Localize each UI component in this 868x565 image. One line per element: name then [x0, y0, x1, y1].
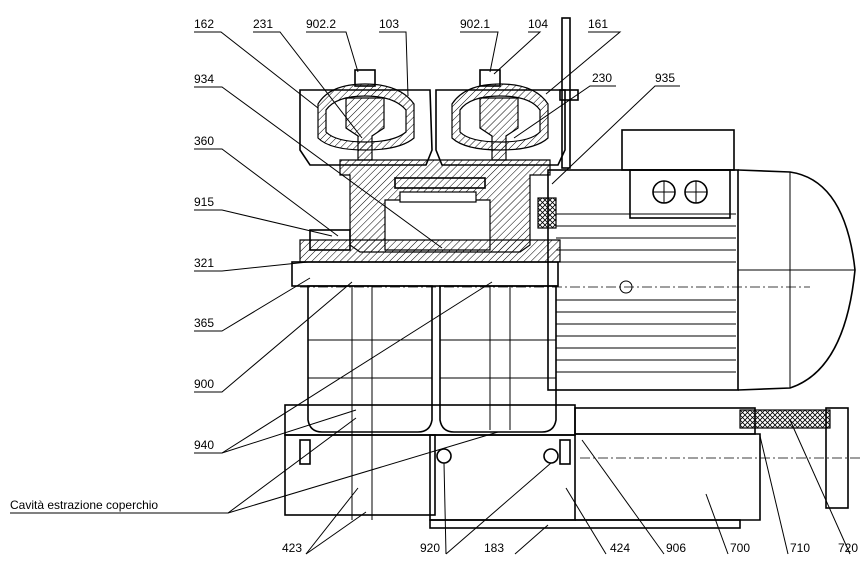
callout-423: 423 [282, 541, 302, 555]
vessels [307, 285, 557, 520]
callout-935: 935 [655, 71, 675, 85]
left-pump-head [299, 69, 433, 166]
callout-231: 231 [253, 17, 273, 31]
callout-321: 321 [194, 256, 214, 270]
callout-720: 720 [838, 541, 858, 555]
motor [547, 129, 856, 391]
callout-906: 906 [666, 541, 686, 555]
callout-934: 934 [194, 72, 214, 86]
callout-902-2: 902.2 [306, 17, 336, 31]
callout-183: 183 [484, 541, 504, 555]
callout-162: 162 [194, 17, 214, 31]
callout-103: 103 [379, 17, 399, 31]
callout-902-1: 902.1 [460, 17, 490, 31]
motor-fins [556, 213, 736, 373]
callout-104: 104 [528, 17, 548, 31]
base-frame [284, 404, 860, 529]
callout-700: 700 [730, 541, 750, 555]
callout-900: 900 [194, 377, 214, 391]
callout-710: 710 [790, 541, 810, 555]
callout-161: 161 [588, 17, 608, 31]
callout-230: 230 [592, 71, 612, 85]
callout-915: 915 [194, 195, 214, 209]
callout-940: 940 [194, 438, 214, 452]
callout-424: 424 [610, 541, 630, 555]
leader-lines [10, 31, 851, 555]
callout-920: 920 [420, 541, 440, 555]
terminal-box [621, 129, 735, 219]
cavity-label: Cavità estrazione coperchio [10, 498, 158, 512]
callout-labels: 162 231 902.2 103 902.1 104 161 230 935 … [10, 17, 858, 555]
right-pump-head [435, 17, 579, 169]
callout-365: 365 [194, 316, 214, 330]
central-housing [291, 159, 810, 288]
callout-360: 360 [194, 134, 214, 148]
